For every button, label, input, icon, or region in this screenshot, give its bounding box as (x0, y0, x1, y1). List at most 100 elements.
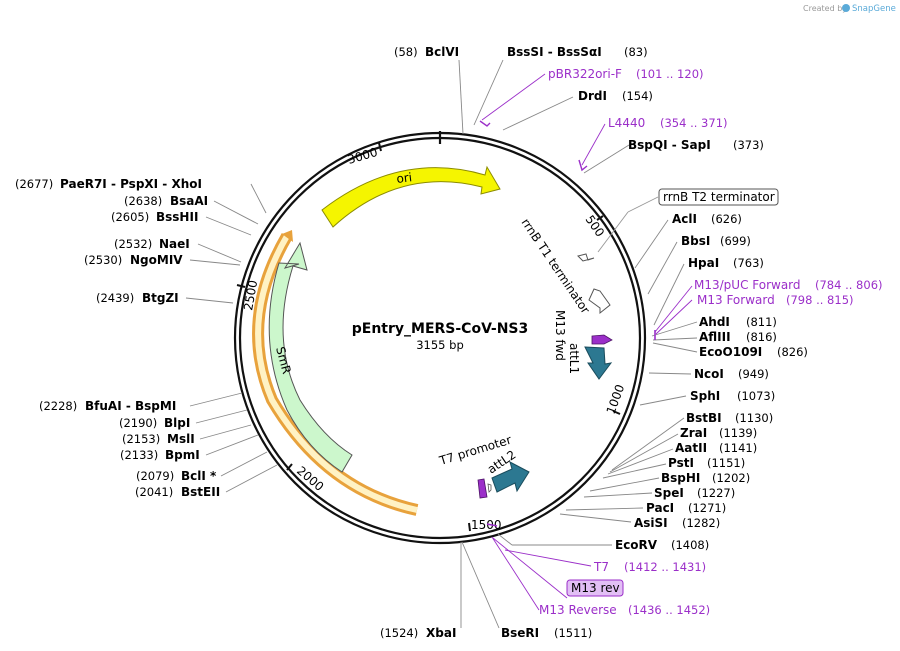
site-pos: (2439) (96, 291, 134, 305)
site-paci: PacI (1271) (646, 501, 726, 515)
site-bseri: BseRI (1511) (501, 626, 592, 640)
feature-ori: ori (321, 165, 501, 228)
site-name: NaeI (159, 237, 190, 251)
site-pos: (2605) (111, 210, 149, 224)
site-pos: (2638) (124, 194, 162, 208)
attl2-small-arrow (487, 483, 492, 493)
tick-mark-2000 (286, 463, 293, 471)
site-pos: (2153) (122, 432, 160, 446)
primer-pos: (1436 .. 1452) (628, 603, 710, 617)
m13-rev-box (566, 579, 624, 597)
site-name: SpeI (654, 486, 684, 500)
site-name: PstI (668, 456, 694, 470)
tick-mark-2500 (236, 284, 246, 288)
plasmid-length: 3155 bp (416, 338, 464, 352)
feature-attl2: T7 promoter attL2 (437, 433, 530, 499)
primer-pos: (354 .. 371) (660, 116, 728, 130)
rrnb-t1-label: rrnB T1 terminator (519, 216, 593, 316)
site-bbsi: BbsI (699) (681, 234, 751, 248)
primer-name: pBR322ori-F (548, 67, 622, 81)
primer-name: M13/pUC Forward (694, 278, 801, 292)
site-name: BseRI (501, 626, 539, 640)
site-pos: (626) (711, 212, 742, 226)
tick-mark-500 (596, 215, 604, 221)
site-pos: (2532) (114, 237, 152, 251)
site-ecoo109i: EcoO109I (826) (699, 345, 808, 359)
site-name: HpaI (688, 256, 719, 270)
primer-pos: (798 .. 815) (786, 293, 854, 307)
tick-label-1500: 1500 (471, 518, 502, 532)
site-name: XbaI (426, 626, 456, 640)
m13-rev-label: M13 rev (571, 581, 620, 595)
site-pos: (2530) (84, 253, 122, 267)
primer-t7: T7 (1412 .. 1431) (593, 560, 706, 574)
plasmid-name: pEntry_MERS-CoV-NS3 (352, 321, 529, 337)
site-name: AhdI (699, 315, 730, 329)
primer-pbr322ori-f: pBR322ori-F (101 .. 120) (548, 67, 704, 81)
site-name: PacI (646, 501, 674, 515)
t7-promoter-arrow (477, 478, 488, 499)
primer-pos: (1412 .. 1431) (624, 560, 706, 574)
site-drdi: DrdI (154) (578, 89, 653, 103)
site-name: MslI (167, 432, 195, 446)
site-pos: (83) (624, 45, 648, 59)
site-name: BclVI (425, 45, 459, 59)
snapgene-logo-icon (842, 4, 850, 12)
site-pos: (1524) (380, 626, 418, 640)
tick-mark-1000 (612, 410, 621, 415)
left-sites: (2677) PaeR7I - PspXI - XhoI (2638) BsaA… (15, 177, 220, 499)
site-pos: (811) (746, 315, 777, 329)
site-pos: (763) (733, 256, 764, 270)
site-name: AatII (675, 441, 707, 455)
primer-name: M13 Forward (697, 293, 775, 307)
site-name: BbsI (681, 234, 710, 248)
credit-brand: SnapGene (852, 4, 896, 14)
site-pos: (2677) (15, 177, 53, 191)
left-site-connectors (185, 183, 278, 493)
site-bclvi: (58) BclVI (394, 45, 459, 59)
site-pos: (826) (777, 345, 808, 359)
site-name: NcoI (694, 367, 724, 381)
site-psti: PstI (1151) (668, 456, 745, 470)
rrnb-t2-label: rrnB T2 terminator (663, 190, 775, 204)
site-name: BsaAI (170, 194, 208, 208)
m13-fwd-arrow (591, 334, 613, 345)
rrnb-t1-arrow (588, 288, 611, 315)
site-pos: (1130) (735, 411, 773, 425)
right-site-connectors (458, 59, 698, 629)
bottom-sites: (1524) XbaI BseRI (1511) (380, 626, 592, 640)
ori-label: ori (396, 170, 413, 186)
site-bsaai: (2638) BsaAI (124, 194, 208, 208)
site-bsssi: BssSI - BssSαI (83) (507, 45, 648, 59)
site-name: BspHI (661, 471, 700, 485)
site-pos: (949) (738, 367, 769, 381)
site-sphi: SphI (1073) (690, 389, 775, 403)
backbone (233, 131, 647, 545)
rrnb-t2-box (658, 188, 779, 206)
site-bfuai: (2228) BfuAI - BspMI (39, 399, 176, 413)
feature-smr: SmR (252, 230, 419, 516)
site-asisi: AsiSI (1282) (634, 516, 720, 530)
site-xbai: (1524) XbaI (380, 626, 456, 640)
site-bpmi: (2133) BpmI (120, 448, 200, 462)
site-name: SphI (690, 389, 720, 403)
primer-l4440: L4440 (354 .. 371) (608, 116, 728, 130)
site-bsteii: (2041) BstEII (135, 485, 220, 499)
site-pos: (2228) (39, 399, 77, 413)
tick-mark-1500 (468, 522, 471, 532)
credit-text: Created by (803, 4, 847, 13)
site-pos: (2190) (119, 416, 157, 430)
site-pos: (1282) (682, 516, 720, 530)
site-btgzi: (2439) BtgZI (96, 291, 179, 305)
feature-attl1: M13 fwd attL1 (553, 310, 613, 380)
site-ngomiv: (2530) NgoMIV (84, 253, 183, 267)
primer-name: T7 (593, 560, 609, 574)
primers: pBR322ori-F (101 .. 120) L4440 (354 .. 3… (539, 67, 883, 617)
site-msli: (2153) MslI (122, 432, 195, 446)
site-pos: (1227) (697, 486, 735, 500)
smr-arrow (268, 241, 353, 473)
site-pos: (1151) (707, 456, 745, 470)
site-pos: (816) (746, 330, 777, 344)
tick-mark-3000 (378, 142, 382, 152)
